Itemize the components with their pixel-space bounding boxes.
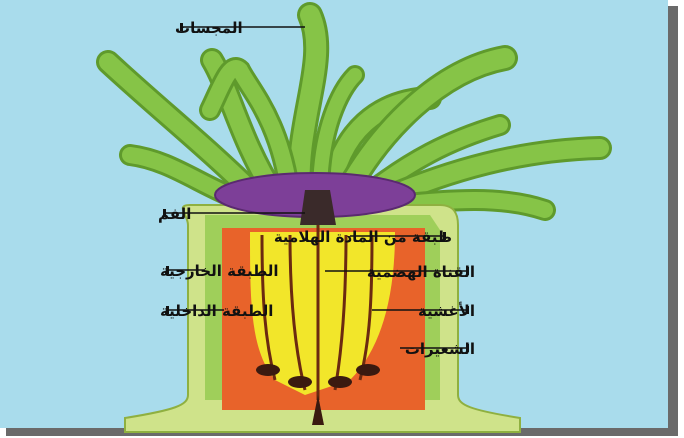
label-mesoglea: طبقة من المادة الهلامية [274, 228, 452, 246]
label-filaments: الشعيرات [405, 340, 475, 358]
label-mesenteries: الأغشية [418, 302, 475, 320]
label-outer-layer: الطبقة الخارجية [160, 262, 279, 280]
filament-cluster [356, 364, 380, 376]
label-digestive-cavity: القناة الهضمية [367, 263, 475, 281]
label-mouth: الفم [158, 205, 191, 223]
label-inner-layer: الطبقة الداخلية [160, 302, 273, 320]
filament-cluster [256, 364, 280, 376]
label-tentacles: المجسات [175, 19, 243, 37]
filament-cluster [288, 376, 312, 388]
filament-cluster [328, 376, 352, 388]
mouth-opening [300, 190, 336, 225]
